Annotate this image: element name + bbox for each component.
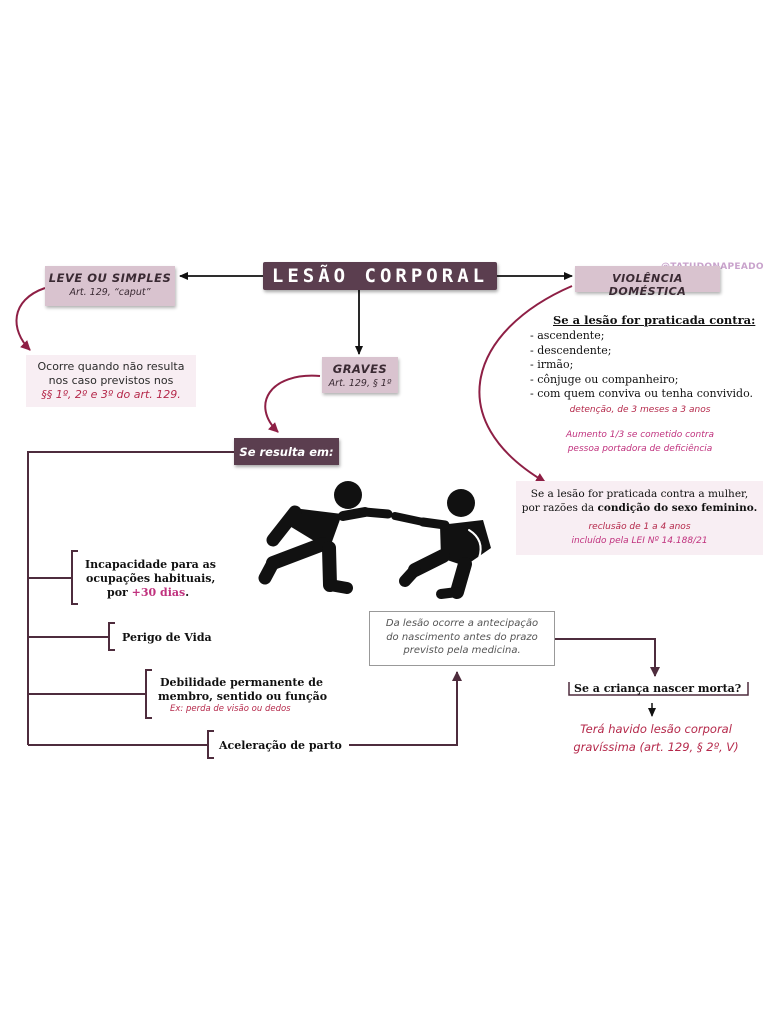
- list-item: - irmão;: [530, 358, 574, 372]
- list-item: - com quem conviva ou tenha convivido.: [530, 387, 754, 401]
- curve-leve: [15, 287, 46, 351]
- leve-desc-line1: Ocorre quando não resulta: [37, 360, 185, 373]
- graves-title: GRAVES: [332, 362, 388, 376]
- item-incapacidade-days: +30 dias: [131, 586, 186, 599]
- violencia-list: - ascendente; - descendente; - irmão; - …: [530, 329, 753, 402]
- list-item: - descendente;: [530, 343, 612, 357]
- mulher-line2-bold: condição do sexo feminino.: [597, 502, 758, 514]
- violencia-box: VIOLÊNCIA DOMÉSTICA: [575, 266, 720, 298]
- mulher-reclusao: reclusão de 1 a 4 anos: [588, 522, 691, 532]
- leve-title: LEVE OU SIMPLES: [48, 271, 172, 285]
- mulher-line2: por razões da condição do sexo feminino.: [516, 501, 763, 515]
- item-incapacidade: Incapacidade para as ocupações habituais…: [85, 558, 216, 600]
- item-incapacidade-line2: ocupações habituais,: [86, 572, 216, 585]
- mulher-box: Se a lesão for praticada contra a mulher…: [516, 481, 763, 555]
- violencia-aumento-line1: Aumento 1/3 se cometido contra: [566, 430, 714, 440]
- page-title: LESÃO CORPORAL: [263, 262, 497, 290]
- violencia-aumento: Aumento 1/3 se cometido contra pessoa po…: [540, 428, 740, 456]
- mulher-line2-start: por razões da: [521, 502, 598, 514]
- violencia-pena: detenção, de 3 meses a 3 anos: [569, 405, 711, 415]
- graves-article: Art. 129, § 1º: [328, 378, 392, 389]
- antecipacao-line1: Da lesão ocorre a antecipação: [385, 618, 539, 629]
- violencia-heading: Se a lesão for praticada contra:: [553, 313, 756, 327]
- leve-box: LEVE OU SIMPLES Art. 129, “caput”: [45, 266, 175, 306]
- gravissima-line2: gravíssima (art. 129, § 2º, V): [573, 740, 739, 754]
- curve-violencia: [478, 285, 573, 483]
- two-people-fighting-icon: [258, 481, 491, 599]
- list-item: - cônjuge ou companheiro;: [530, 372, 679, 386]
- item-incapacidade-line3: por +30 dias.: [85, 586, 216, 600]
- antecipacao-line3: previsto pela medicina.: [403, 645, 521, 656]
- leve-desc-line3: §§ 1º, 2º e 3º do art. 129.: [41, 388, 181, 401]
- leve-description: Ocorre quando não resulta nos caso previ…: [26, 355, 196, 407]
- graves-box: GRAVES Art. 129, § 1º: [322, 357, 398, 393]
- item-incapacidade-period: .: [185, 586, 190, 599]
- leve-desc-line2: nos caso previstos nos: [48, 374, 174, 387]
- list-item: - ascendente;: [530, 329, 605, 342]
- gravissima-line1: Terá havido lesão corporal: [580, 722, 732, 736]
- item-debilidade-line2: membro, sentido ou função: [158, 690, 328, 703]
- item-perigo-de-vida: Perigo de Vida: [122, 631, 212, 644]
- resulta-box: Se resulta em:: [234, 438, 339, 465]
- curve-graves: [264, 374, 321, 433]
- item-incapacidade-por: por: [107, 586, 132, 599]
- antecipacao-box: Da lesão ocorre a antecipação do nascime…: [369, 611, 555, 666]
- violencia-title: VIOLÊNCIA DOMÉSTICA: [608, 272, 687, 298]
- item-aceleracao-parto: Aceleração de parto: [219, 739, 342, 752]
- gravissima-text: Terá havido lesão corporal gravíssima (a…: [556, 720, 756, 756]
- mulher-lei: incluído pela LEI Nº 14.188/21: [571, 536, 708, 546]
- mulher-line1: Se a lesão for praticada contra a mulher…: [530, 488, 749, 500]
- item-debilidade: Debilidade permanente de membro, sentido…: [158, 676, 327, 714]
- item-debilidade-line1: Debilidade permanente de: [160, 676, 323, 689]
- violencia-aumento-line2: pessoa portadora de deficiência: [567, 444, 713, 454]
- leve-article: Art. 129, “caput”: [69, 287, 151, 298]
- item-incapacidade-line1: Incapacidade para as: [85, 558, 216, 571]
- antecipacao-line2: do nascimento antes do prazo: [386, 631, 538, 643]
- item-debilidade-example: Ex: perda de visão ou dedos: [170, 704, 291, 714]
- crianca-question: Se a criança nascer morta?: [574, 682, 742, 695]
